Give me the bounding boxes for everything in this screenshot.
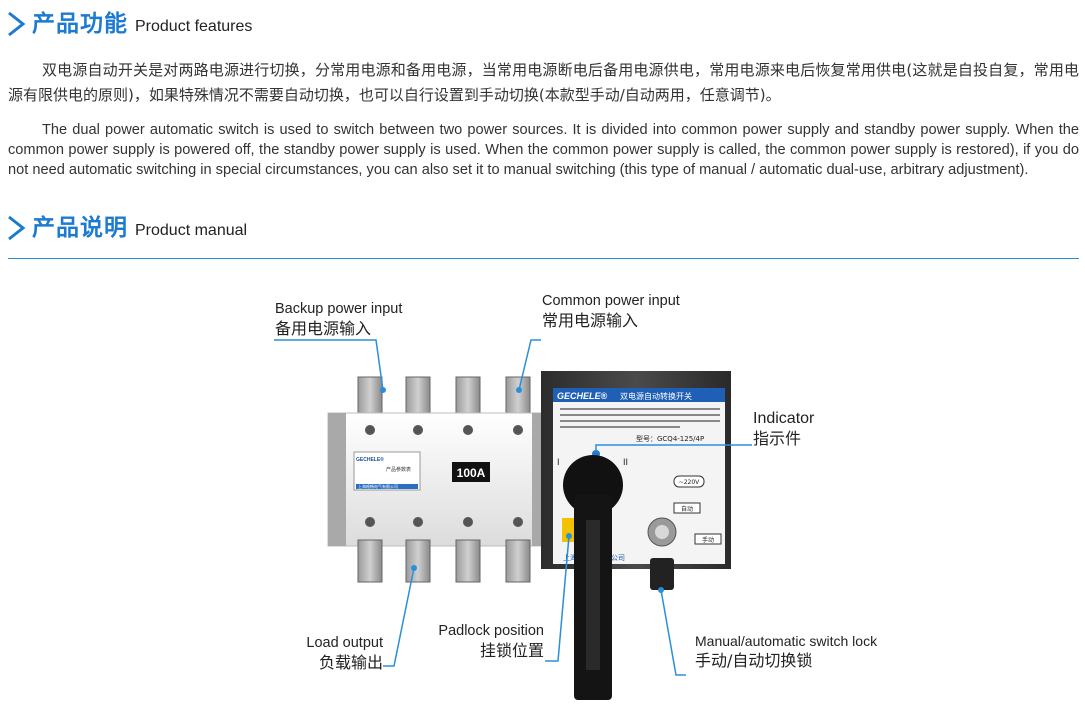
body-label-cn: 产品参数表 (386, 466, 411, 473)
callout-cn: 手动/自动切换锁 (695, 651, 813, 670)
body-maker: 上海格畅电气有限公司 (358, 483, 398, 489)
panel-maker-tail: 限公司 (604, 553, 625, 562)
callout-cn: 备用电源输入 (275, 319, 372, 338)
manual-label: 手动 (702, 536, 714, 544)
callout-switch-lock: Manual/automatic switch lock 手动/自动切换锁 (695, 632, 877, 672)
callout-cn: 指示件 (753, 429, 802, 448)
position-1: I (557, 457, 560, 467)
panel-title: 双电源自动转换开关 (620, 391, 692, 401)
leader-common (518, 339, 541, 391)
section-heading-features: 产品功能 Product features (6, 10, 252, 38)
panel-maker: 上海格 (563, 553, 584, 562)
rating-plate (452, 462, 490, 482)
manual-handle[interactable] (563, 455, 623, 700)
leader-backup (274, 339, 384, 391)
callout-en: Manual/automatic switch lock (695, 633, 878, 649)
section-title-cn: 产品功能 (32, 11, 128, 37)
auto-label: 自动 (681, 505, 693, 513)
callout-en: Indicator (753, 410, 815, 427)
position-2: II (623, 457, 628, 467)
top-terminals (357, 376, 531, 418)
section-title-cn: 产品说明 (32, 215, 128, 241)
callout-indicator: Indicator 指示件 (753, 410, 814, 450)
callout-common-input: Common power input 常用电源输入 (542, 292, 680, 332)
leader-indicator (595, 444, 752, 452)
leader-lock (660, 589, 686, 676)
callout-cn: 挂锁位置 (479, 641, 544, 660)
features-paragraph-en: The dual power automatic switch is used … (8, 122, 1079, 178)
chevron-right-icon (8, 11, 26, 37)
callout-en: Padlock position (438, 623, 544, 639)
panel-brand: GECHELE® (557, 391, 608, 401)
bottom-terminals (357, 539, 531, 583)
callout-en: Common power input (542, 293, 680, 309)
leader-padlock (545, 535, 570, 662)
rating-label: 100A (457, 466, 486, 480)
key-lock-icon[interactable] (647, 517, 677, 590)
callout-cn: 负载输出 (318, 653, 383, 672)
features-paragraph-cn: 双电源自动开关是对两路电源进行切换，分常用电源和备用电源，当常用电源断电后备用电… (8, 61, 1079, 104)
panel-model: 型号：GCQ4-125/4P (636, 434, 704, 443)
callout-backup-input: Backup power input 备用电源输入 (275, 300, 402, 340)
section-title-en: Product manual (135, 222, 248, 239)
leader-load (383, 567, 415, 667)
body-nameplate (353, 451, 421, 491)
callout-en: Load output (306, 635, 383, 651)
body-brand: GECHELE® (356, 456, 384, 463)
callout-load-output: Load output 负载输出 (283, 634, 383, 674)
section-divider (8, 258, 1079, 259)
callout-cn: 常用电源输入 (542, 311, 639, 330)
section-heading-manual: 产品说明 Product manual (6, 214, 247, 242)
voltage-label: ~220V (679, 479, 700, 486)
callout-padlock: Padlock position 挂锁位置 (414, 622, 544, 662)
section-title-en: Product features (135, 18, 253, 35)
callout-en: Backup power input (275, 301, 403, 317)
chevron-right-icon (8, 215, 26, 241)
